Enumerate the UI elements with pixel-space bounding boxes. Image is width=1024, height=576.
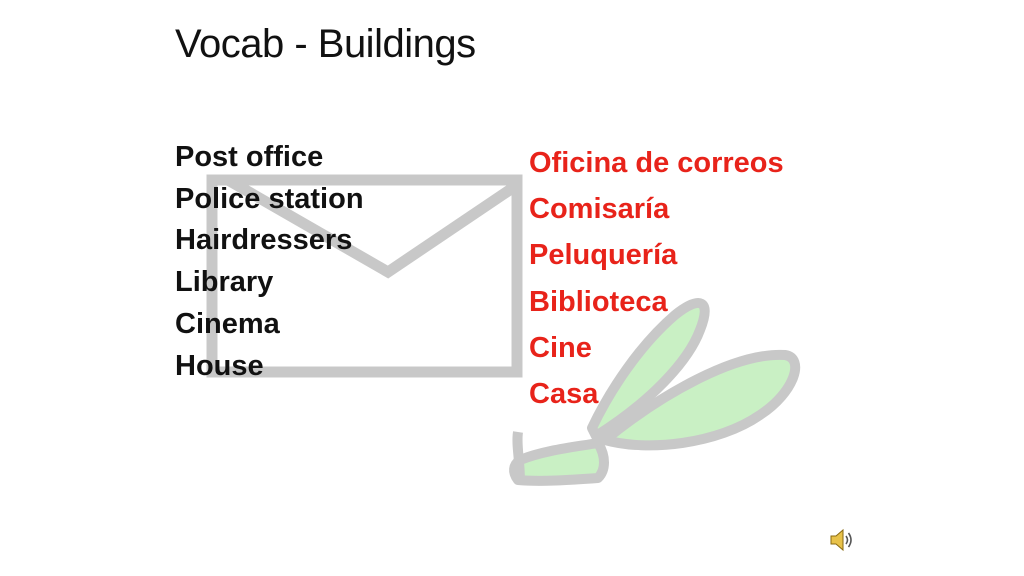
spanish-vocab-list: Oficina de correos Comisaría Peluquería … (529, 140, 784, 417)
slide-title: Vocab - Buildings (175, 22, 476, 66)
english-word: Post office (175, 141, 324, 173)
spanish-word: Comisaría (529, 193, 670, 226)
english-vocab-list: Post office Police station Hairdressers … (175, 137, 364, 387)
english-word: Cinema (175, 307, 280, 340)
english-word: Police station (175, 182, 364, 215)
english-word: House (175, 349, 264, 382)
spanish-word: Peluquería (529, 239, 678, 272)
spanish-word: Oficina de correos (529, 147, 784, 179)
speaker-icon[interactable] (828, 526, 856, 554)
spanish-word: Biblioteca (529, 285, 668, 318)
english-word: Hairdressers (175, 224, 353, 257)
spanish-word: Cine (529, 331, 592, 364)
english-word: Library (175, 266, 274, 299)
spanish-word: Casa (529, 378, 599, 411)
